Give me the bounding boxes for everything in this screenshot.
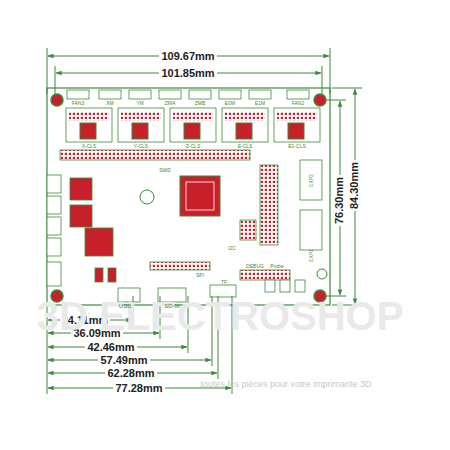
- connector-label: XM: [106, 101, 114, 106]
- dimension-label: 57.49mm: [98, 354, 149, 367]
- header-label: SPI: [196, 273, 204, 278]
- connector: [129, 90, 151, 99]
- connector: [249, 90, 271, 99]
- driver-chip: [236, 123, 252, 139]
- connector-label: ZMA: [165, 101, 176, 106]
- header-label: SWD: [159, 168, 171, 173]
- header-label: EXP2: [308, 174, 313, 187]
- port-label: SD-M: [164, 303, 179, 309]
- port-label: TF: [221, 280, 227, 285]
- endstop-label: Z-CLS: [186, 144, 200, 149]
- dimension-label: 77.28mm: [113, 382, 164, 395]
- driver-pins: [173, 111, 213, 121]
- connector-label: E1M: [255, 101, 265, 106]
- connector: [287, 90, 309, 99]
- endstop-label: E-CLS: [238, 144, 253, 149]
- driver-pins: [121, 111, 161, 121]
- driver-chip: [80, 123, 96, 139]
- watermark: 3D ELECTROSHOP: [37, 296, 404, 336]
- driver-socket: [118, 108, 164, 142]
- connector: [159, 90, 181, 99]
- connector: [67, 90, 89, 99]
- connector: [99, 90, 121, 99]
- connector-label: FAN2: [292, 101, 305, 106]
- header-label: DEBUG: [246, 264, 264, 269]
- dimension-label: 109.67mm: [159, 50, 216, 63]
- connector-label: YM: [136, 101, 144, 106]
- endstop-label: Y-CLS: [134, 144, 148, 149]
- dimension-label: 84.30mm: [349, 159, 362, 210]
- driver-socket: [66, 108, 112, 142]
- header-label: I2C: [228, 246, 236, 251]
- driver-socket: [274, 108, 320, 142]
- endstop-label: X-CLS: [82, 144, 97, 149]
- driver-chip: [184, 123, 200, 139]
- driver-socket: [170, 108, 216, 142]
- port-label: USB: [119, 303, 131, 309]
- header-label: Probe: [270, 264, 283, 269]
- connector: [189, 90, 211, 99]
- connector-label: E0M: [225, 101, 235, 106]
- watermark-tagline: toutes les pièces pour votre imprimante …: [200, 380, 371, 389]
- connector-label: FAN3: [72, 101, 85, 106]
- dimension-label: 101.85mm: [159, 67, 216, 80]
- driver-chip: [288, 123, 304, 139]
- driver-pins: [225, 111, 265, 121]
- driver-pins: [277, 111, 317, 121]
- dimension-label: 62.28mm: [105, 367, 156, 380]
- header-label: EXP1: [308, 249, 313, 262]
- connector-label: ZMB: [195, 101, 206, 106]
- driver-chip: [132, 123, 148, 139]
- endstop-label: E1-CLS: [288, 144, 306, 149]
- dimension-label: 76.30mm: [334, 174, 347, 225]
- dimension-label: 42.46mm: [85, 341, 136, 354]
- driver-socket: [222, 108, 268, 142]
- connector: [219, 90, 241, 99]
- driver-pins: [69, 111, 109, 121]
